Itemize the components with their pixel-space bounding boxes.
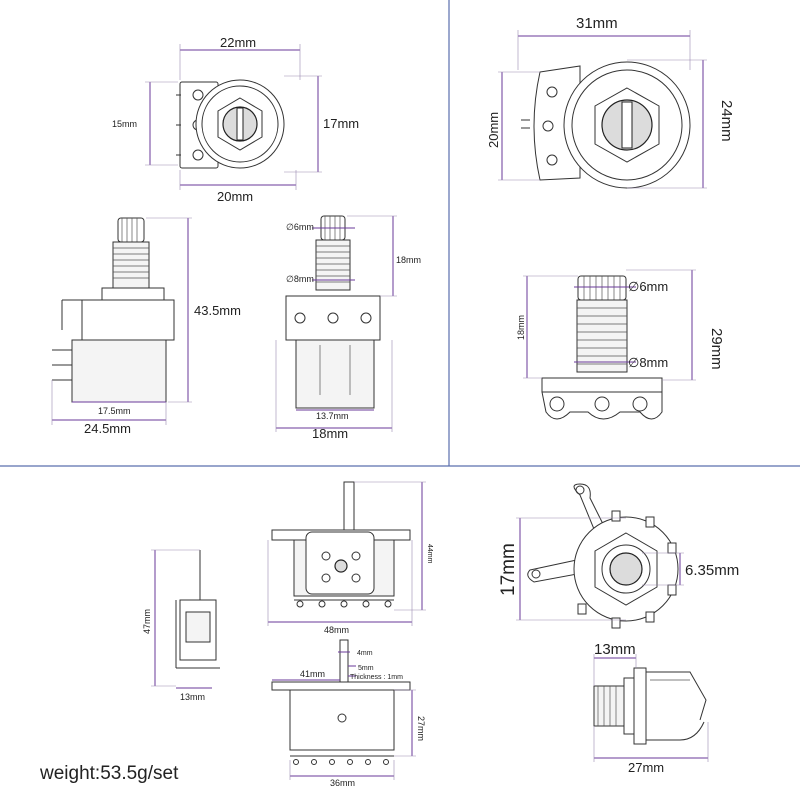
big-pot-side-dimensions [523, 269, 696, 381]
big-pot-side [541, 275, 663, 420]
switch-side-dimensions [151, 549, 212, 689]
pot-front-dimensions [275, 215, 397, 432]
label-pot-front-bushing-dia: ∅8mm [286, 274, 314, 284]
label-pot-front-shaft-len: 18mm [396, 255, 421, 265]
label-big-pot-len-left: 18mm [516, 315, 526, 340]
label-switch-back-width: 36mm [330, 778, 355, 788]
label-switch-side-height: 47mm [142, 609, 152, 634]
label-weight: weight:53.5g/set [39, 763, 179, 784]
label-switch-back-height: 27mm [416, 716, 426, 741]
label-jack-dia: 6.35mm [685, 562, 739, 579]
jack-side [593, 667, 707, 745]
label-big-pot-h-left: 20mm [486, 112, 501, 148]
big-pot-face [521, 61, 691, 189]
switch-side-view [175, 550, 220, 669]
label-pot-top-width: 22mm [220, 35, 256, 50]
label-pot-top-bottom: 20mm [217, 189, 253, 204]
label-switch-front-height: 44mm [426, 544, 433, 564]
pot-side-dimensions [51, 217, 192, 425]
big-pot-face-dimensions [498, 30, 707, 189]
pot-top-view [176, 79, 285, 169]
label-big-pot-len-right: 29mm [708, 328, 725, 370]
label-pot-side-inner: 17.5mm [98, 406, 131, 416]
label-big-pot-width: 31mm [576, 15, 618, 32]
label-big-pot-h-right: 24mm [718, 100, 735, 142]
label-big-pot-shaft-dia: ∅6mm [628, 279, 668, 294]
label-pot-side-outer: 24.5mm [84, 421, 131, 436]
label-switch-lever-thickness: 5mm [358, 665, 374, 672]
label-switch-plate-thickness: Thickness : 1mm [350, 674, 403, 681]
pot-top-dimensions [145, 44, 322, 190]
switch-back-dimensions [272, 651, 416, 780]
label-switch-front-width: 48mm [324, 625, 349, 635]
switch-back-view [271, 639, 411, 765]
switch-front-dimensions [267, 481, 426, 626]
label-pot-side-height: 43.5mm [194, 303, 241, 318]
jack-side-dimensions [593, 654, 709, 762]
label-jack-side-top: 13mm [594, 641, 636, 658]
label-pot-front-inner: 13.7mm [316, 411, 349, 421]
label-pot-front-shaft-dia: ∅6mm [286, 222, 314, 232]
label-switch-lever-width: 4mm [357, 650, 373, 657]
label-switch-side-width: 13mm [180, 692, 205, 702]
label-pot-top-height-right: 17mm [323, 116, 359, 131]
label-switch-mount-left: 41mm [300, 669, 325, 679]
label-pot-front-outer: 18mm [312, 426, 348, 441]
jack-face [527, 483, 679, 629]
label-pot-top-height-left: 15mm [112, 119, 137, 129]
pot-front-view [285, 215, 381, 409]
label-jack-side-bottom: 27mm [628, 760, 664, 775]
pot-side-view [52, 217, 175, 403]
label-big-pot-bushing-dia: ∅8mm [628, 355, 668, 370]
jack-face-dimensions [516, 517, 684, 621]
label-jack-height: 17mm [498, 543, 519, 596]
switch-front-view [271, 481, 411, 608]
